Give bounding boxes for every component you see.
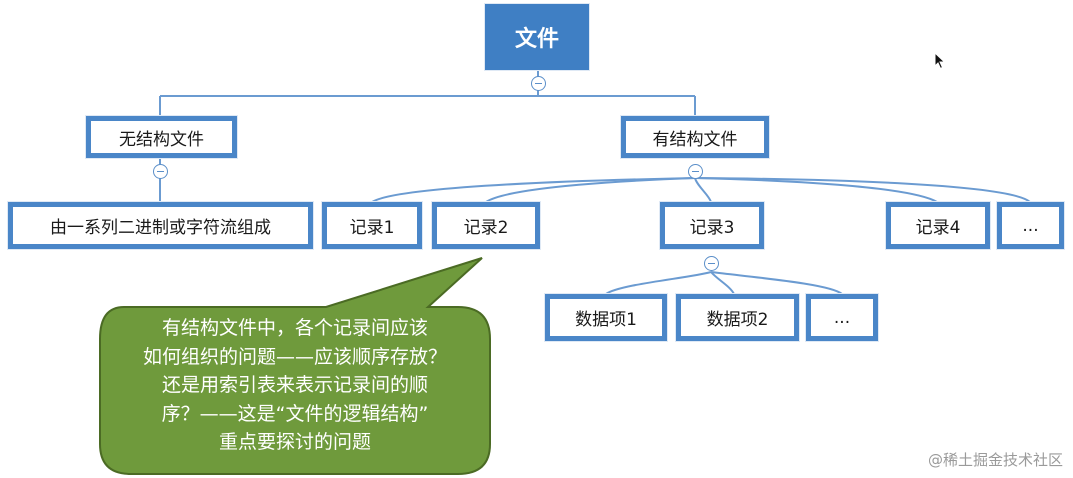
connector-item2 (710, 271, 735, 295)
node-data-item-2[interactable]: 数据项2 (676, 294, 799, 341)
watermark: @稀土掘金技术社区 (927, 451, 1063, 469)
mouse-cursor-icon (934, 52, 946, 70)
connector-record2 (485, 177, 696, 203)
collapse-root-icon[interactable] (531, 76, 546, 91)
collapse-unstructured-icon[interactable] (153, 164, 168, 179)
connector-record-more (694, 177, 1031, 203)
node-record-4[interactable]: 记录4 (886, 202, 990, 249)
node-unstructured-file[interactable]: 无结构文件 (86, 116, 237, 158)
collapse-structured-icon[interactable] (688, 164, 703, 179)
node-record-3[interactable]: 记录3 (660, 202, 764, 249)
connector-record3 (694, 177, 712, 203)
callout-line-3: 还是用索引表来表示记录间的顺 (161, 374, 428, 396)
node-record-1[interactable]: 记录1 (322, 202, 422, 249)
node-structured-file[interactable]: 有结构文件 (621, 116, 769, 158)
node-record-2[interactable]: 记录2 (432, 202, 540, 249)
node-binary-stream[interactable]: 由一系列二进制或字符流组成 (8, 202, 313, 249)
callout-line-2: 如何组织的问题——应该顺序存放？ (142, 345, 447, 368)
callout-text: 有结构文件中，各个记录间应该 如何组织的问题——应该顺序存放？ 还是用索引表来表… (104, 314, 486, 457)
node-data-item-1[interactable]: 数据项1 (545, 294, 667, 341)
node-record-more[interactable]: ... (997, 202, 1064, 249)
callout-line-5: 重点要探讨的问题 (218, 431, 371, 453)
root-node-file[interactable]: 文件 (485, 4, 589, 70)
callout-line-1: 有结构文件中，各个记录间应该 (161, 317, 428, 339)
collapse-record3-icon[interactable] (704, 256, 719, 271)
connector-item-more (710, 271, 843, 295)
callout-line-4: 序？——这是“文件的逻辑结构” (161, 402, 429, 425)
connector-item1 (605, 271, 712, 295)
node-data-item-more[interactable]: ... (806, 294, 878, 341)
